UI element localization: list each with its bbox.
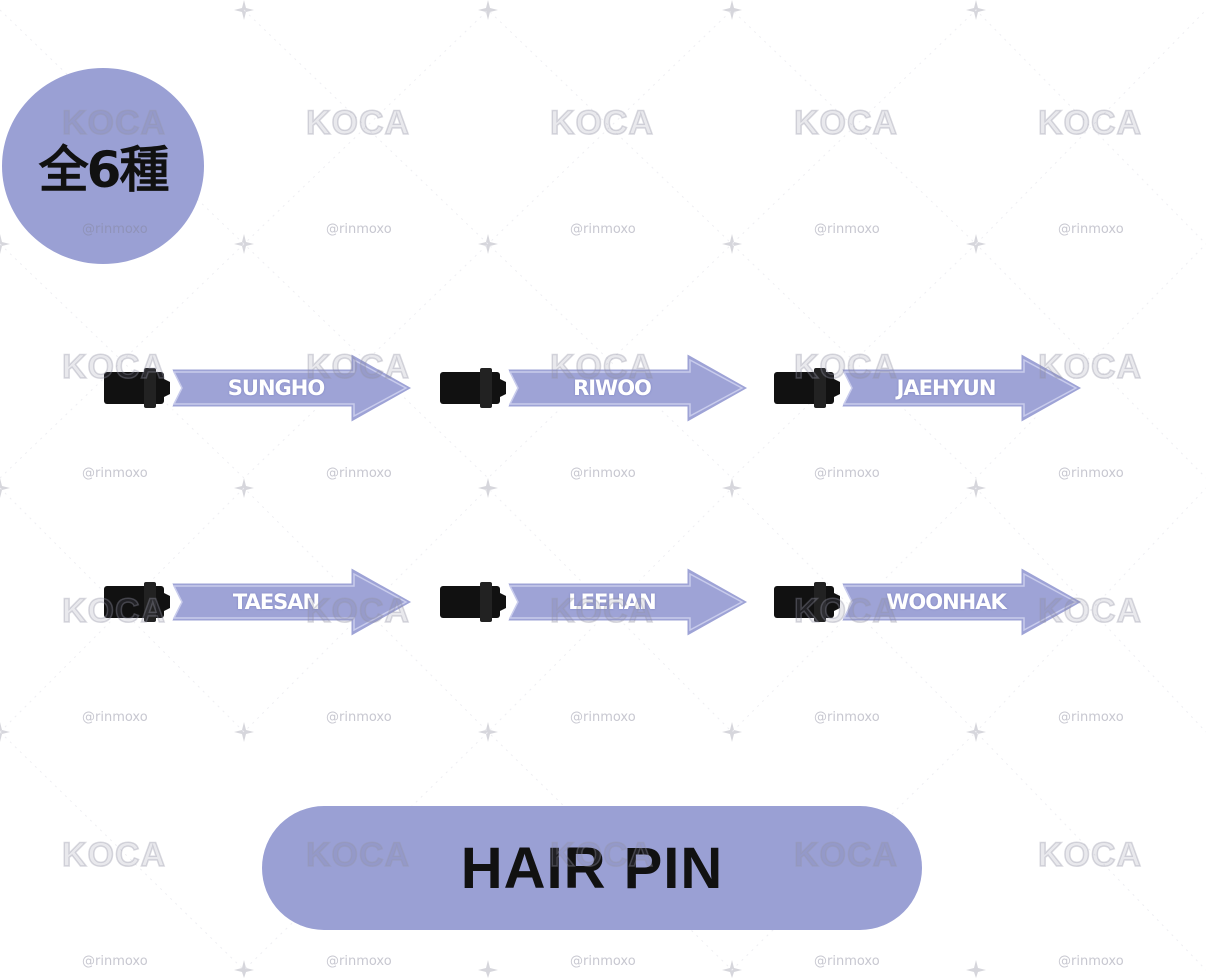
watermark-handle: @rinmoxo: [326, 954, 392, 969]
watermark-handle: @rinmoxo: [1058, 710, 1124, 725]
watermark-logo: KOCA: [1037, 591, 1143, 631]
watermark-handle: @rinmoxo: [570, 466, 636, 481]
watermark-logo: KOCA: [793, 347, 899, 387]
watermark-handle: @rinmoxo: [82, 222, 148, 237]
hair-pin-item: WOONHAK: [770, 560, 1090, 644]
watermark-handle: @rinmoxo: [570, 222, 636, 237]
watermark-logo: KOCA: [549, 347, 655, 387]
watermark-handle: @rinmoxo: [326, 222, 392, 237]
watermark-handle: @rinmoxo: [570, 954, 636, 969]
watermark-handle: @rinmoxo: [1058, 954, 1124, 969]
hair-pin-item: RIWOO: [436, 346, 756, 430]
watermark-logo: KOCA: [793, 835, 899, 875]
watermark-logo: KOCA: [793, 591, 899, 631]
watermark-handle: @rinmoxo: [326, 466, 392, 481]
watermark-logo: KOCA: [61, 347, 167, 387]
watermark-logo: KOCA: [549, 835, 655, 875]
watermark-logo: KOCA: [61, 835, 167, 875]
hair-pin-clip-icon: [440, 563, 754, 641]
hair-pin-member-name: SUNGHO: [227, 376, 325, 400]
hair-pin-clip-icon: [104, 349, 418, 427]
watermark-handle: @rinmoxo: [814, 954, 880, 969]
hair-pin-clip-icon: [440, 349, 754, 427]
watermark-handle: @rinmoxo: [82, 466, 148, 481]
watermark-handle: @rinmoxo: [326, 710, 392, 725]
product-title-banner: HAIR PIN: [262, 806, 922, 930]
watermark-logo: KOCA: [305, 591, 411, 631]
watermark-handle: @rinmoxo: [1058, 466, 1124, 481]
variant-count-badge: 全6種: [2, 68, 204, 264]
watermark-handle: @rinmoxo: [82, 954, 148, 969]
hair-pin-member-name: RIWOO: [573, 376, 652, 400]
watermark-logo: KOCA: [305, 347, 411, 387]
hair-pin-member-name: LEEHAN: [568, 590, 656, 614]
hair-pin-item: LEEHAN: [436, 560, 756, 644]
watermark-logo: KOCA: [61, 103, 167, 143]
hair-pin-clip-icon: [104, 563, 418, 641]
watermark-logo: KOCA: [305, 103, 411, 143]
watermark-logo: KOCA: [61, 591, 167, 631]
variant-count-label: 全6種: [38, 141, 170, 199]
watermark-logo: KOCA: [305, 835, 411, 875]
watermark-logo: KOCA: [1037, 835, 1143, 875]
hair-pin-clip-icon: [774, 563, 1088, 641]
watermark-logo: KOCA: [549, 103, 655, 143]
hair-pin-item: TAESAN: [100, 560, 420, 644]
watermark-handle: @rinmoxo: [82, 710, 148, 725]
hair-pin-item: JAEHYUN: [770, 346, 1090, 430]
watermark-handle: @rinmoxo: [570, 710, 636, 725]
watermark-handle: @rinmoxo: [1058, 222, 1124, 237]
watermark-logo: KOCA: [1037, 347, 1143, 387]
hair-pin-item: SUNGHO: [100, 346, 420, 430]
watermark-logo: KOCA: [549, 591, 655, 631]
hair-pin-member-name: JAEHYUN: [896, 376, 997, 400]
hair-pin-member-name: TAESAN: [232, 590, 320, 614]
watermark-handle: @rinmoxo: [814, 222, 880, 237]
hair-pin-member-name: WOONHAK: [886, 590, 1007, 614]
hair-pin-clip-icon: [774, 349, 1088, 427]
watermark-handle: @rinmoxo: [814, 466, 880, 481]
product-title: HAIR PIN: [460, 835, 724, 901]
watermark-logo: KOCA: [793, 103, 899, 143]
watermark-logo: KOCA: [1037, 103, 1143, 143]
watermark-handle: @rinmoxo: [814, 710, 880, 725]
